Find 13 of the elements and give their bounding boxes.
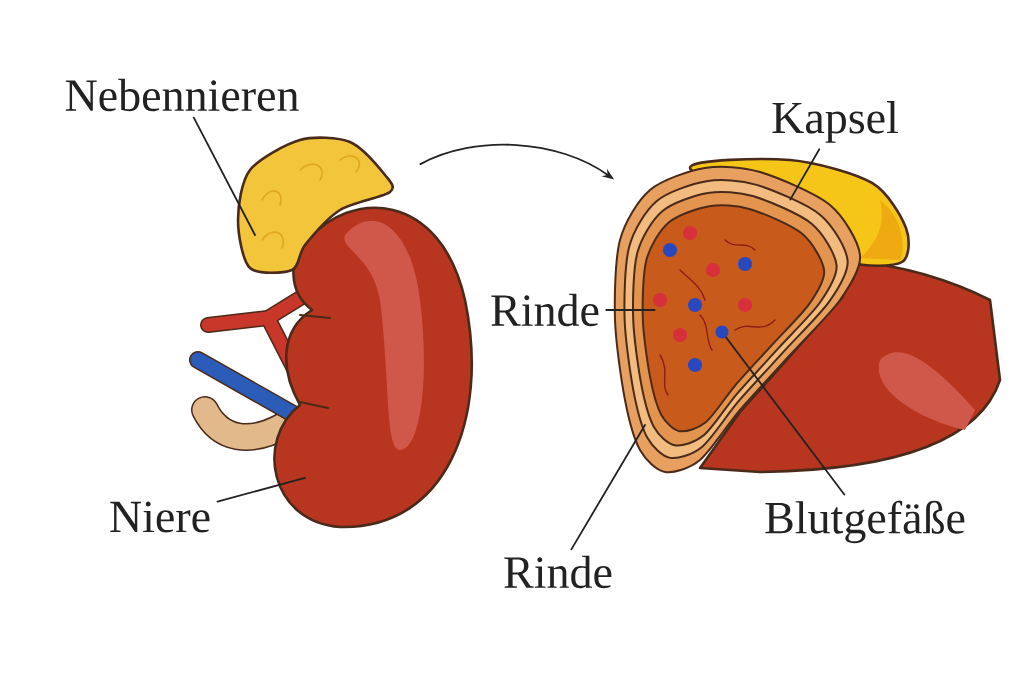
adrenal-gland-drawing	[236, 136, 394, 275]
leader-line	[570, 424, 646, 551]
part-label: Kapsel	[772, 101, 898, 143]
part-label: Blutgefäße	[765, 500, 965, 544]
cortex-drawing	[641, 204, 826, 433]
part-label: Rinde	[491, 293, 599, 327]
leader-line	[216, 477, 306, 503]
leader-line	[725, 336, 846, 496]
part-label: Niere	[110, 501, 210, 533]
leader-line	[192, 116, 256, 236]
part-label: Nebennieren	[65, 78, 299, 112]
part-label: Rinde	[504, 555, 612, 589]
leader-line	[605, 309, 656, 311]
